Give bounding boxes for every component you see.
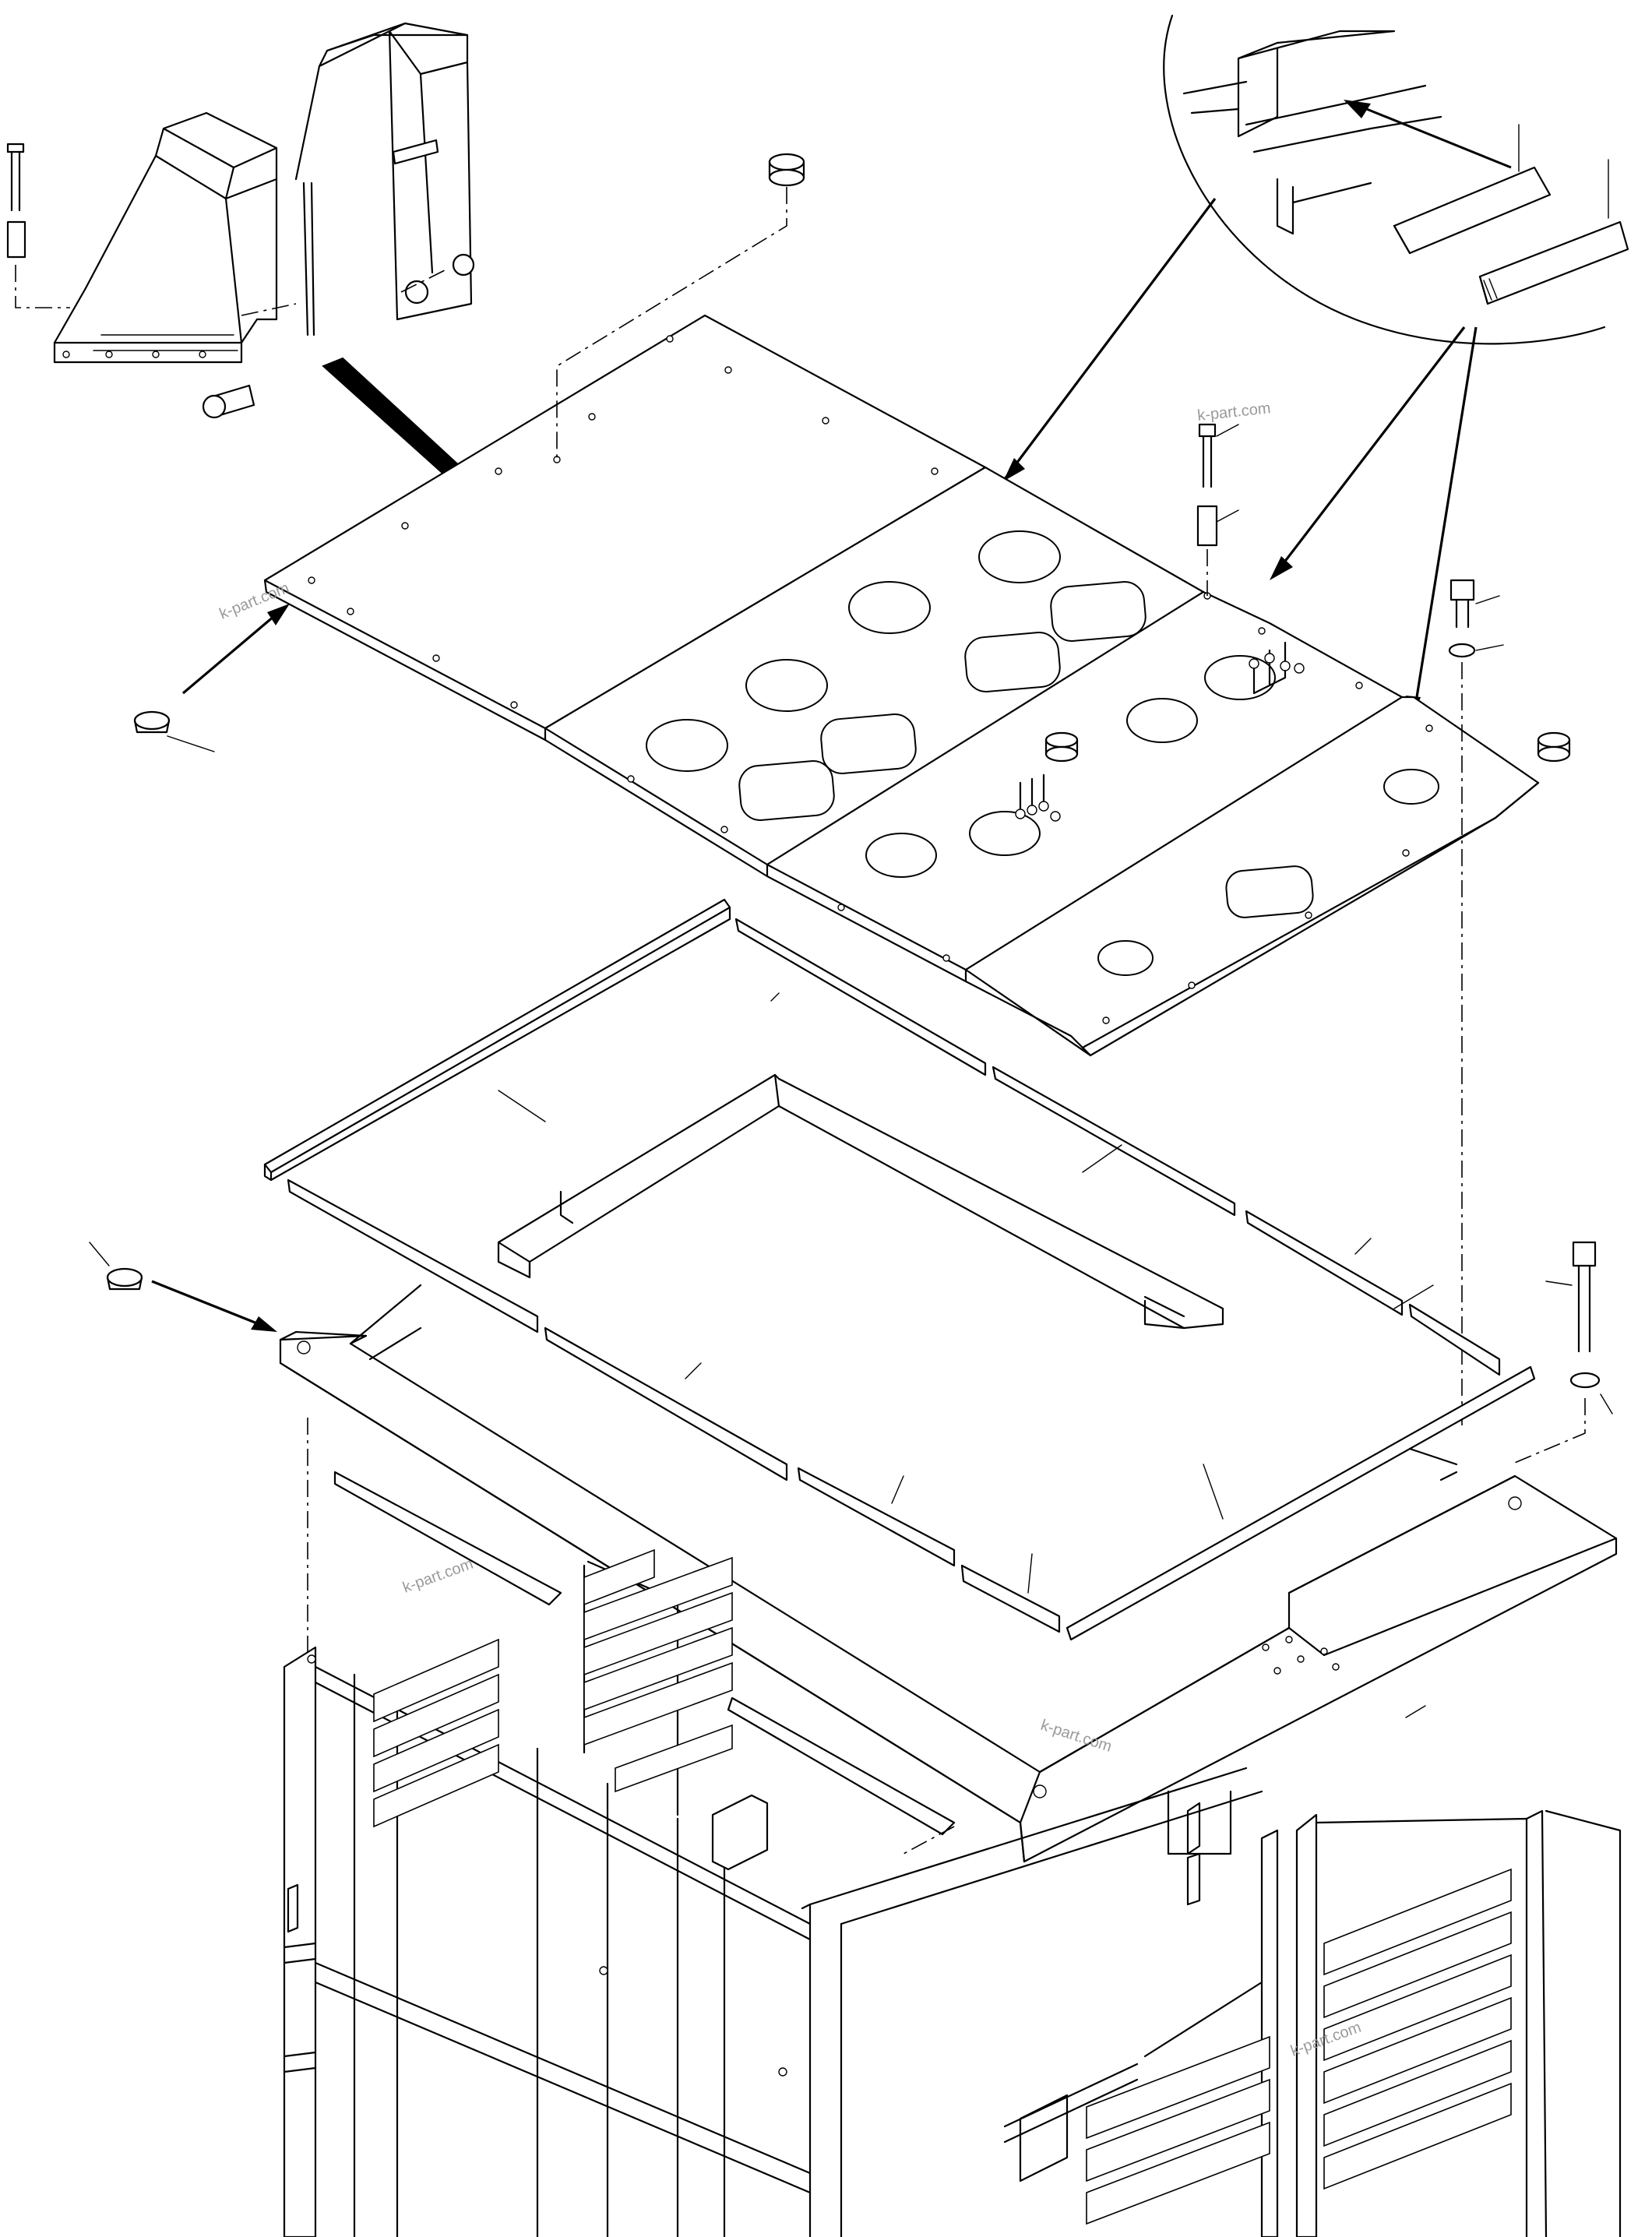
main-frame	[279, 1284, 1618, 1863]
bolt-long	[1510, 1241, 1613, 1465]
bolt-center	[1196, 423, 1239, 596]
grommet-right	[1537, 731, 1571, 763]
bolt-right-top	[1448, 579, 1504, 658]
grommet-top	[768, 153, 805, 187]
watermark-4: k-part.com	[400, 1555, 475, 1597]
roof-panel	[263, 314, 1540, 1057]
plug-frame	[106, 1267, 143, 1291]
louver-grille-left	[373, 1548, 733, 1828]
seal-detail-inset	[1003, 14, 1629, 720]
grommet-top-leader	[556, 187, 787, 460]
seal-strips	[263, 898, 1536, 1641]
grommet-mid	[1044, 731, 1079, 763]
duct-assembly	[6, 22, 475, 419]
watermark-3: k-part.com	[1038, 1717, 1114, 1756]
inner-frame	[497, 1073, 1224, 1330]
louver-grille-right	[1086, 1868, 1512, 2225]
plug-left	[133, 710, 171, 734]
lower-enclosure	[283, 1560, 1622, 2237]
watermark-1: k-part.com	[1196, 400, 1271, 425]
